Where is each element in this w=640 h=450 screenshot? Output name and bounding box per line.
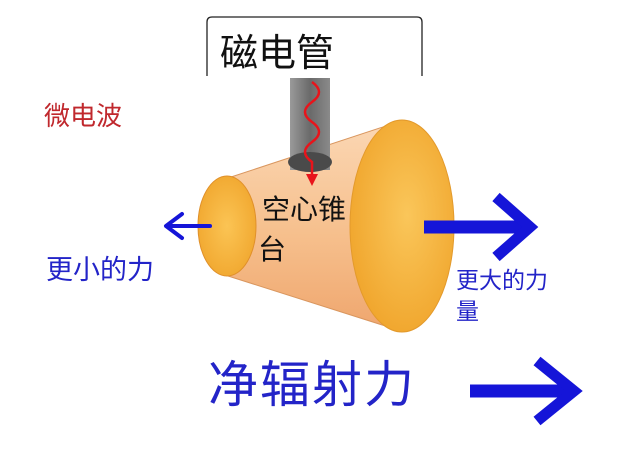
microwave-label: 微电波 <box>44 102 123 132</box>
magnetron-label: 磁电管 <box>220 31 335 75</box>
large-force-arrowhead <box>492 192 539 262</box>
net-force-arrowhead <box>533 356 583 426</box>
net-force-label: 净辐射力 <box>208 356 416 414</box>
small-force-arrowhead <box>164 212 184 240</box>
small-force-label: 更小的力 <box>46 255 154 286</box>
cavity-label-line1: 空心锥 <box>262 193 347 226</box>
cavity-label-line2: 台 <box>258 233 287 266</box>
microwave-wave <box>303 80 321 176</box>
magnetron-box <box>206 16 423 76</box>
large-force-label-line2: 量 <box>456 299 479 325</box>
large-force-label-line1: 更大的力 <box>456 268 548 294</box>
microwave-arrowhead <box>306 174 318 186</box>
